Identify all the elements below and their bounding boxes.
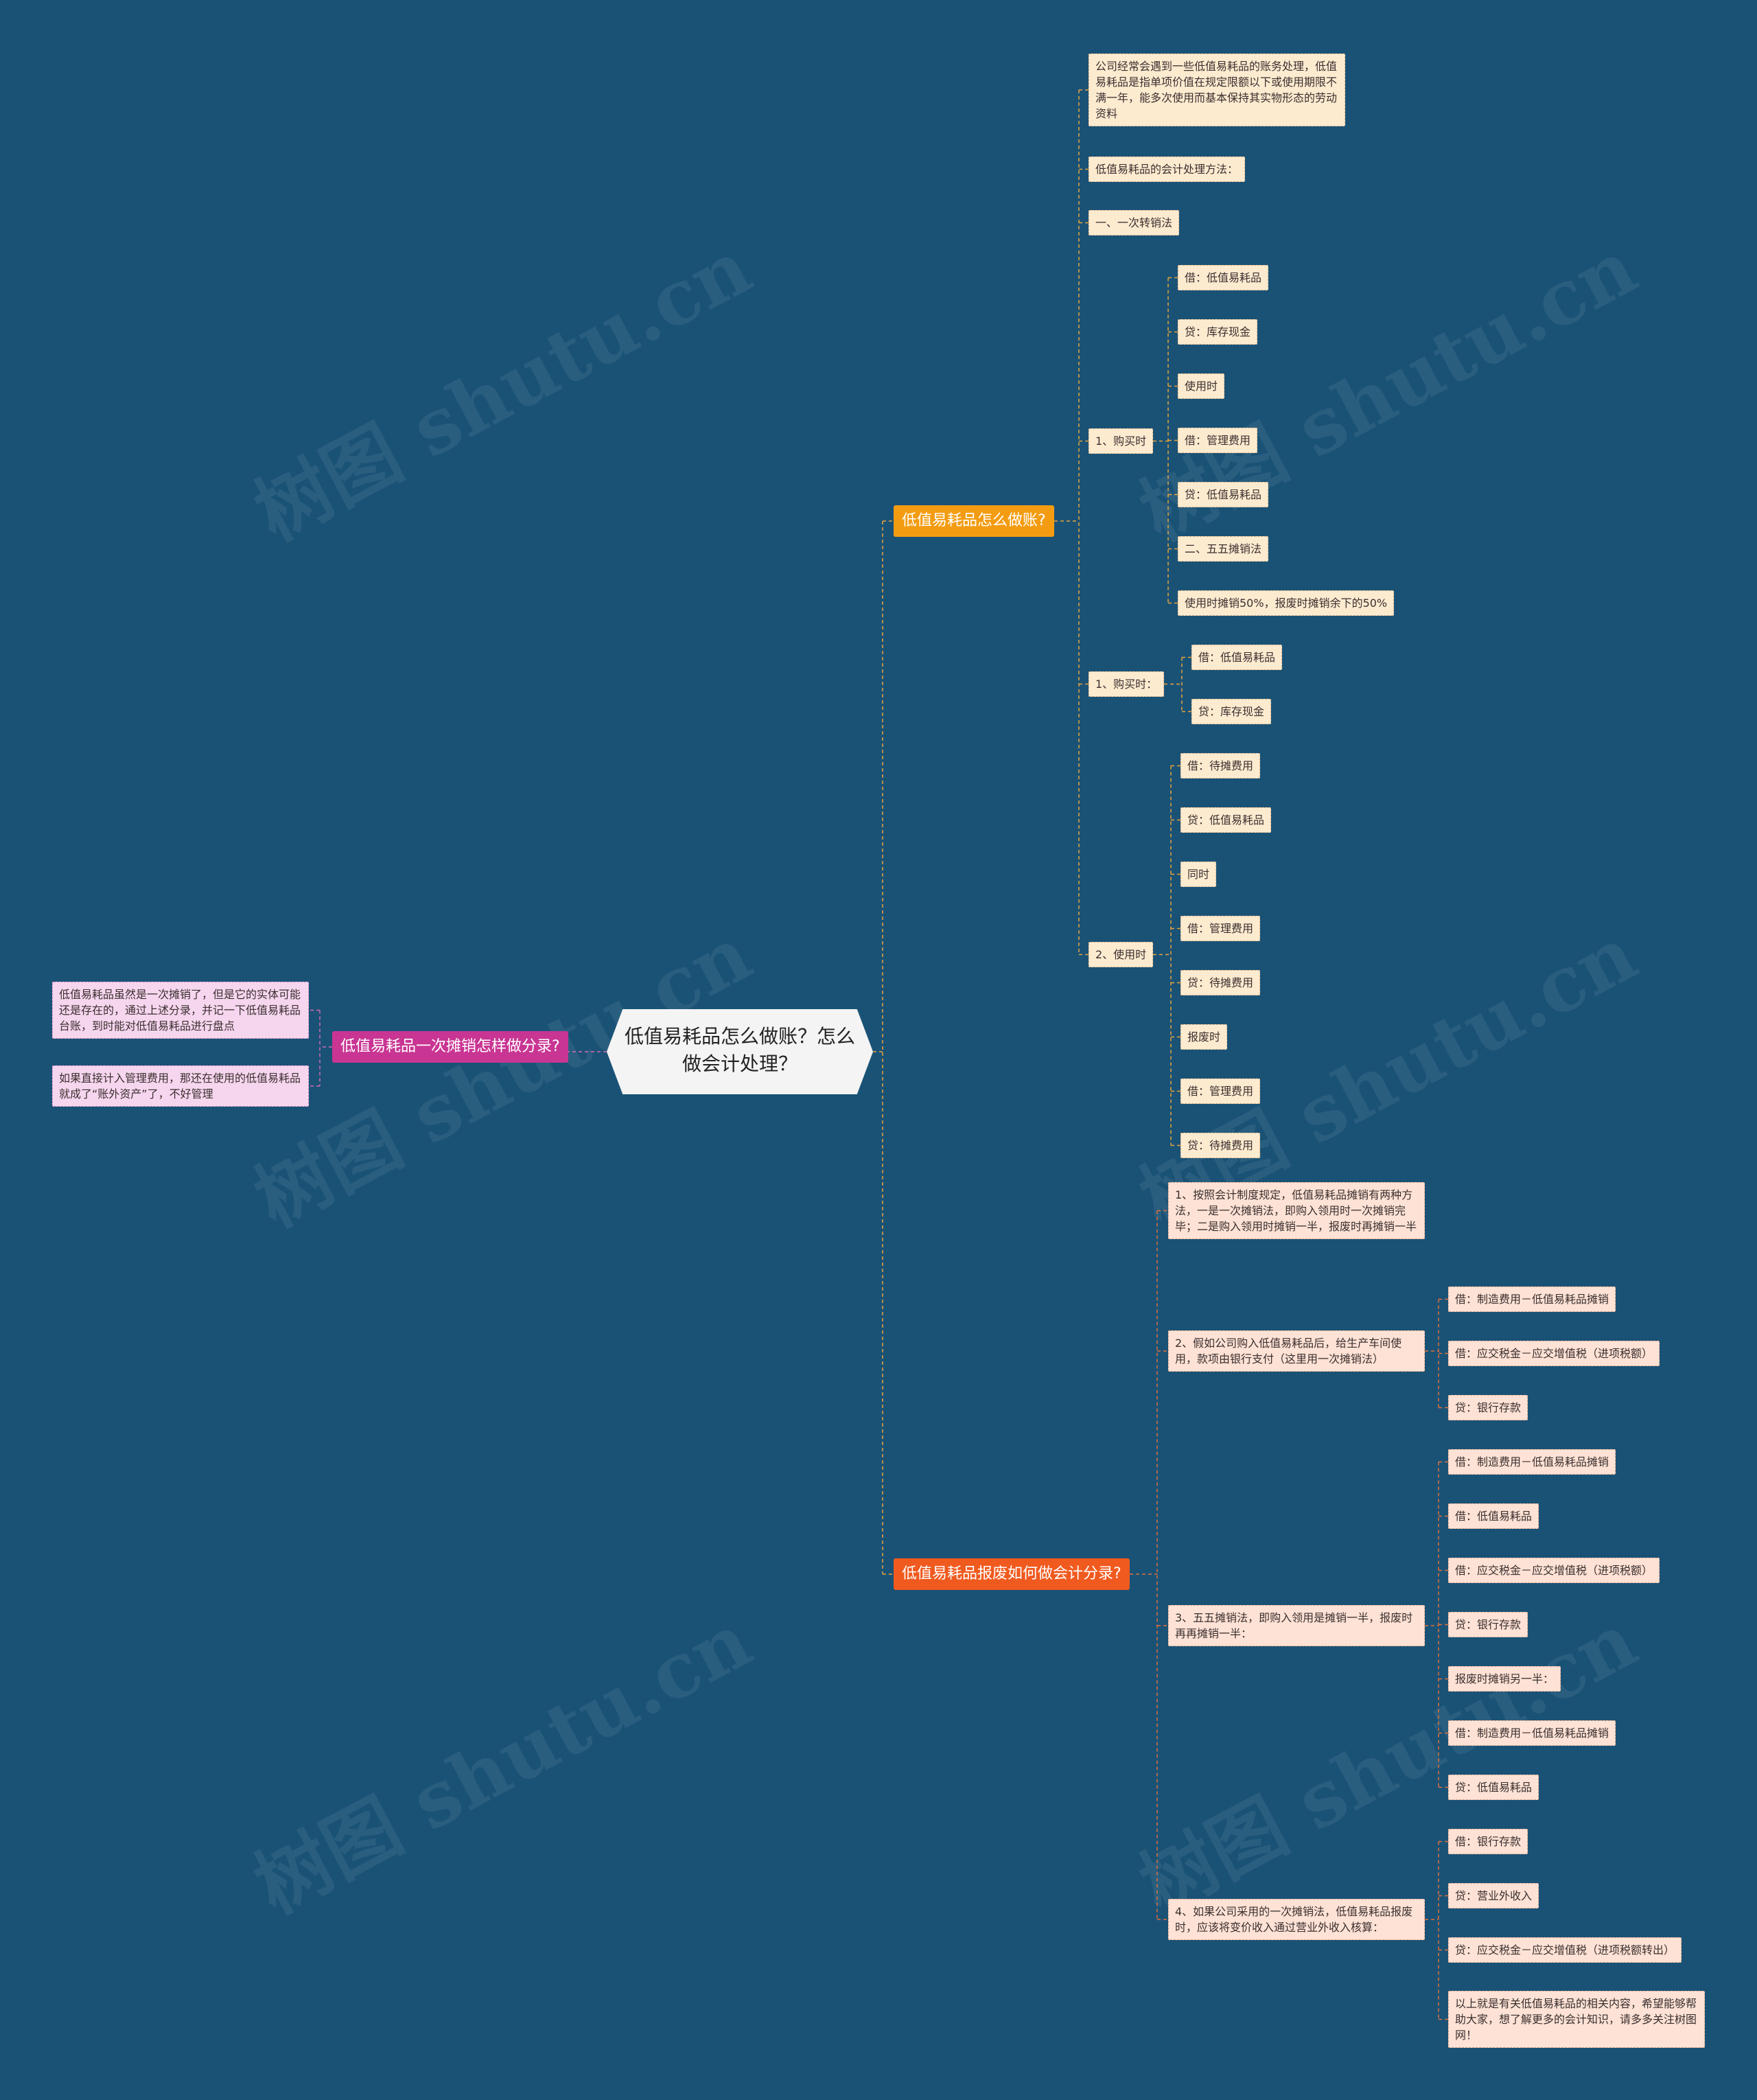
- list-item: 贷：银行存款: [1448, 1395, 1528, 1420]
- note-inventory: 低值易耗品虽然是一次摊销了，但是它的实体可能还是存在的，通过上述分录，并记一下低…: [52, 982, 309, 1039]
- list-item: 借：管理费用: [1178, 428, 1258, 453]
- list-item: 贷：待摊费用: [1180, 1133, 1261, 1158]
- purchase-step: 1、购买时: [1089, 428, 1154, 454]
- list-item: 贷：低值易耗品: [1448, 1775, 1539, 1800]
- branch-bookkeeping[interactable]: 低值易耗品怎么做账?: [894, 505, 1054, 537]
- list-item: 借：制造费用－低值易耗品摊销: [1448, 1286, 1616, 1312]
- list-item: 借：制造费用－低值易耗品摊销: [1448, 1720, 1616, 1746]
- usage-step: 2、使用时: [1089, 942, 1154, 967]
- branch-one-time-amortization[interactable]: 低值易耗品一次摊销怎样做分录?: [332, 1031, 568, 1063]
- list-item: 借：管理费用: [1180, 1078, 1261, 1104]
- list-item: 借：应交税金－应交增值税（进项税额）: [1448, 1341, 1660, 1366]
- list-item: 贷：应交税金－应交增值税（进项税额转出）: [1448, 1937, 1682, 1963]
- list-item: 贷：低值易耗品: [1178, 482, 1269, 507]
- example-half-half: 3、五五摊销法，即购入领用是摊销一半，报废时再再摊销一半：: [1168, 1605, 1425, 1646]
- list-item: 报废时摊销另一半：: [1448, 1666, 1561, 1692]
- list-item: 贷：库存现金: [1191, 699, 1272, 724]
- list-item: 同时: [1180, 862, 1217, 887]
- note-off-book-asset: 如果直接计入管理费用，那还在使用的低值易耗品就成了“账外资产”了，不好管理: [52, 1065, 309, 1107]
- list-item: 借：应交税金－应交增值税（进项税额）: [1448, 1558, 1660, 1583]
- list-item: 使用时摊销50%，报废时摊销余下的50%: [1178, 590, 1395, 616]
- method-one-time: 一、一次转销法: [1089, 210, 1180, 235]
- list-item: 贷：待摊费用: [1180, 970, 1261, 995]
- list-item: 借：低值易耗品: [1448, 1503, 1539, 1529]
- list-item: 借：待摊费用: [1180, 753, 1261, 778]
- list-item: 使用时: [1178, 373, 1225, 399]
- list-item: 贷：库存现金: [1178, 319, 1258, 345]
- intro-text: 公司经常会遇到一些低值易耗品的账务处理，低值易耗品是指单项价值在规定限额以下或使…: [1089, 54, 1345, 126]
- list-item: 贷：银行存款: [1448, 1612, 1528, 1637]
- purchase-step: 1、购买时：: [1089, 671, 1165, 697]
- list-item: 借：低值易耗品: [1178, 265, 1269, 290]
- list-item: 贷：营业外收入: [1448, 1883, 1539, 1908]
- closing-note: 以上就是有关低值易耗品的相关内容，希望能够帮助大家，想了解更多的会计知识，请多多…: [1448, 1991, 1705, 2048]
- list-item: 贷：低值易耗品: [1180, 807, 1272, 833]
- list-item: 报废时: [1180, 1024, 1228, 1050]
- list-item: 借：银行存款: [1448, 1829, 1528, 1854]
- example-one-time: 2、假如公司购入低值易耗品后，给生产车间使用，款项由银行支付（这里用一次摊销法）: [1168, 1330, 1425, 1372]
- amortization-rule: 1、按照会计制度规定，低值易耗品摊销有两种方法，一是一次摊销法，即购入领用时一次…: [1168, 1182, 1425, 1239]
- list-item: 借：管理费用: [1180, 916, 1261, 941]
- central-topic[interactable]: 低值易耗品怎么做账？怎么做会计处理？: [607, 1009, 873, 1094]
- branch-scrap-entry[interactable]: 低值易耗品报废如何做会计分录?: [894, 1558, 1130, 1590]
- methods-title: 低值易耗品的会计处理方法：: [1089, 157, 1246, 182]
- example-scrap-income: 4、如果公司采用的一次摊销法，低值易耗品报废时，应该将变价收入通过营业外收入核算…: [1168, 1899, 1425, 1940]
- list-item: 借：低值易耗品: [1191, 645, 1283, 670]
- list-item: 借：制造费用－低值易耗品摊销: [1448, 1449, 1616, 1475]
- list-item: 二、五五摊销法: [1178, 536, 1269, 562]
